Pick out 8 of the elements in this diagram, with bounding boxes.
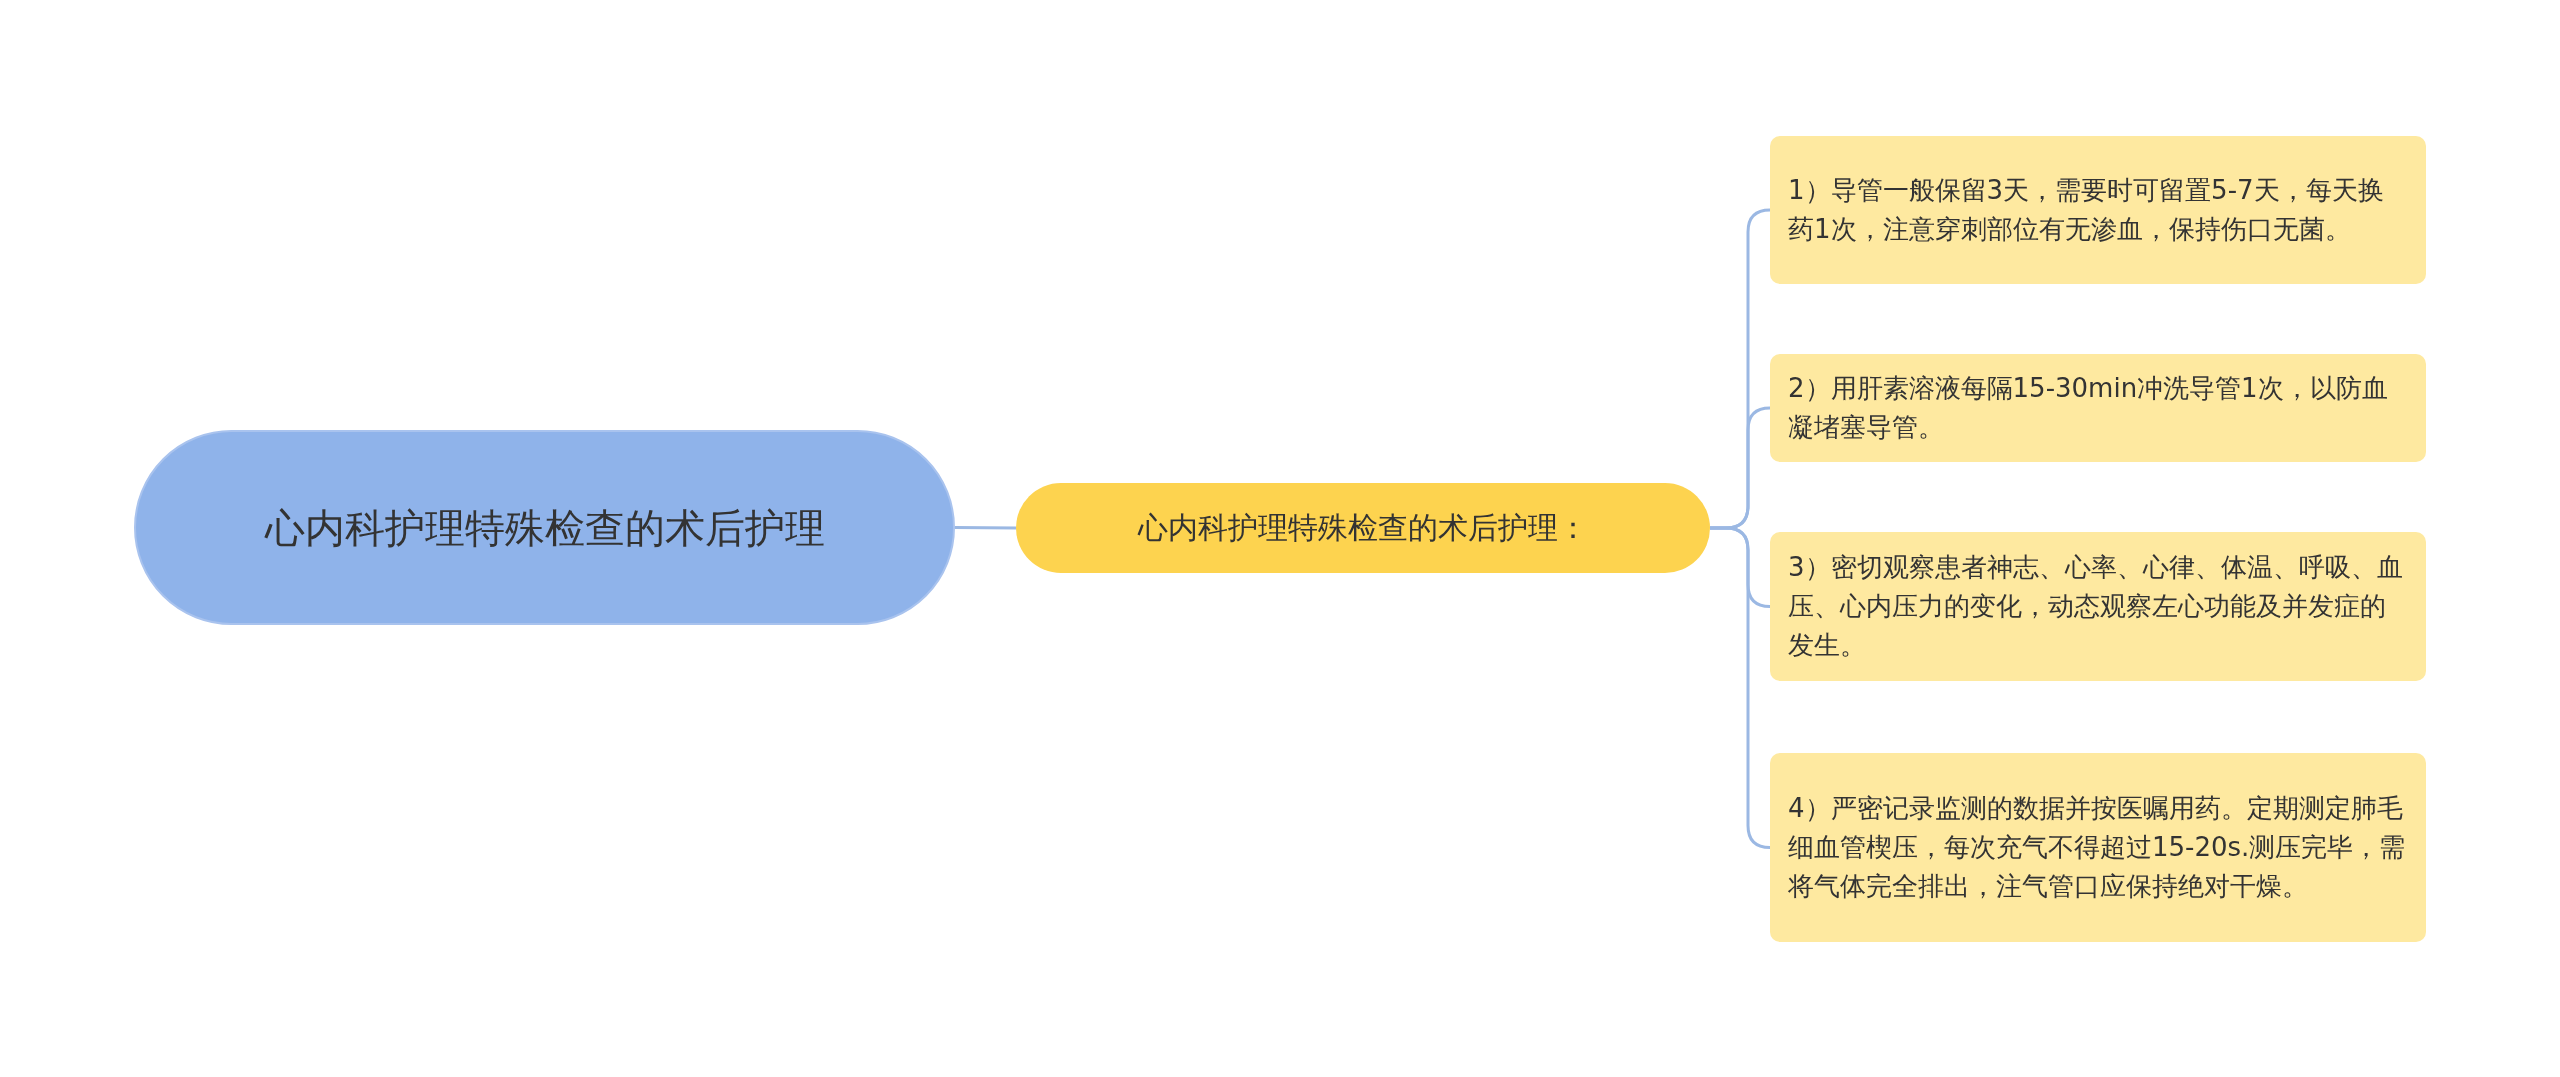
subtopic-pill: 心内科护理特殊检查的术后护理： <box>1016 483 1710 573</box>
note-box: 1）导管一般保留3天，需要时可留置5-7天，每天换药1次，注意穿刺部位有无渗血，保持伤口无菌。 <box>1770 136 2426 284</box>
connector-line <box>955 526 1016 530</box>
connector-line <box>1710 526 1772 849</box>
note-box: 4）严密记录监测的数据并按医嘱用药。定期测定肺毛细血管楔压，每次充气不得超过15-20s.测压完毕，需将气体完全排出，注气管口应保持绝对干燥。 <box>1770 753 2426 942</box>
note-box: 3）密切观察患者神志、心率、心律、体温、呼吸、血压、心内压力的变化，动态观察左心功能及并发症的发生。 <box>1770 532 2426 681</box>
topic-pill: 心内科护理特殊检查的术后护理 <box>134 430 955 625</box>
note-box: 2）用肝素溶液每隔15-30min冲洗导管1次，以防血凝堵塞导管。 <box>1770 354 2426 462</box>
